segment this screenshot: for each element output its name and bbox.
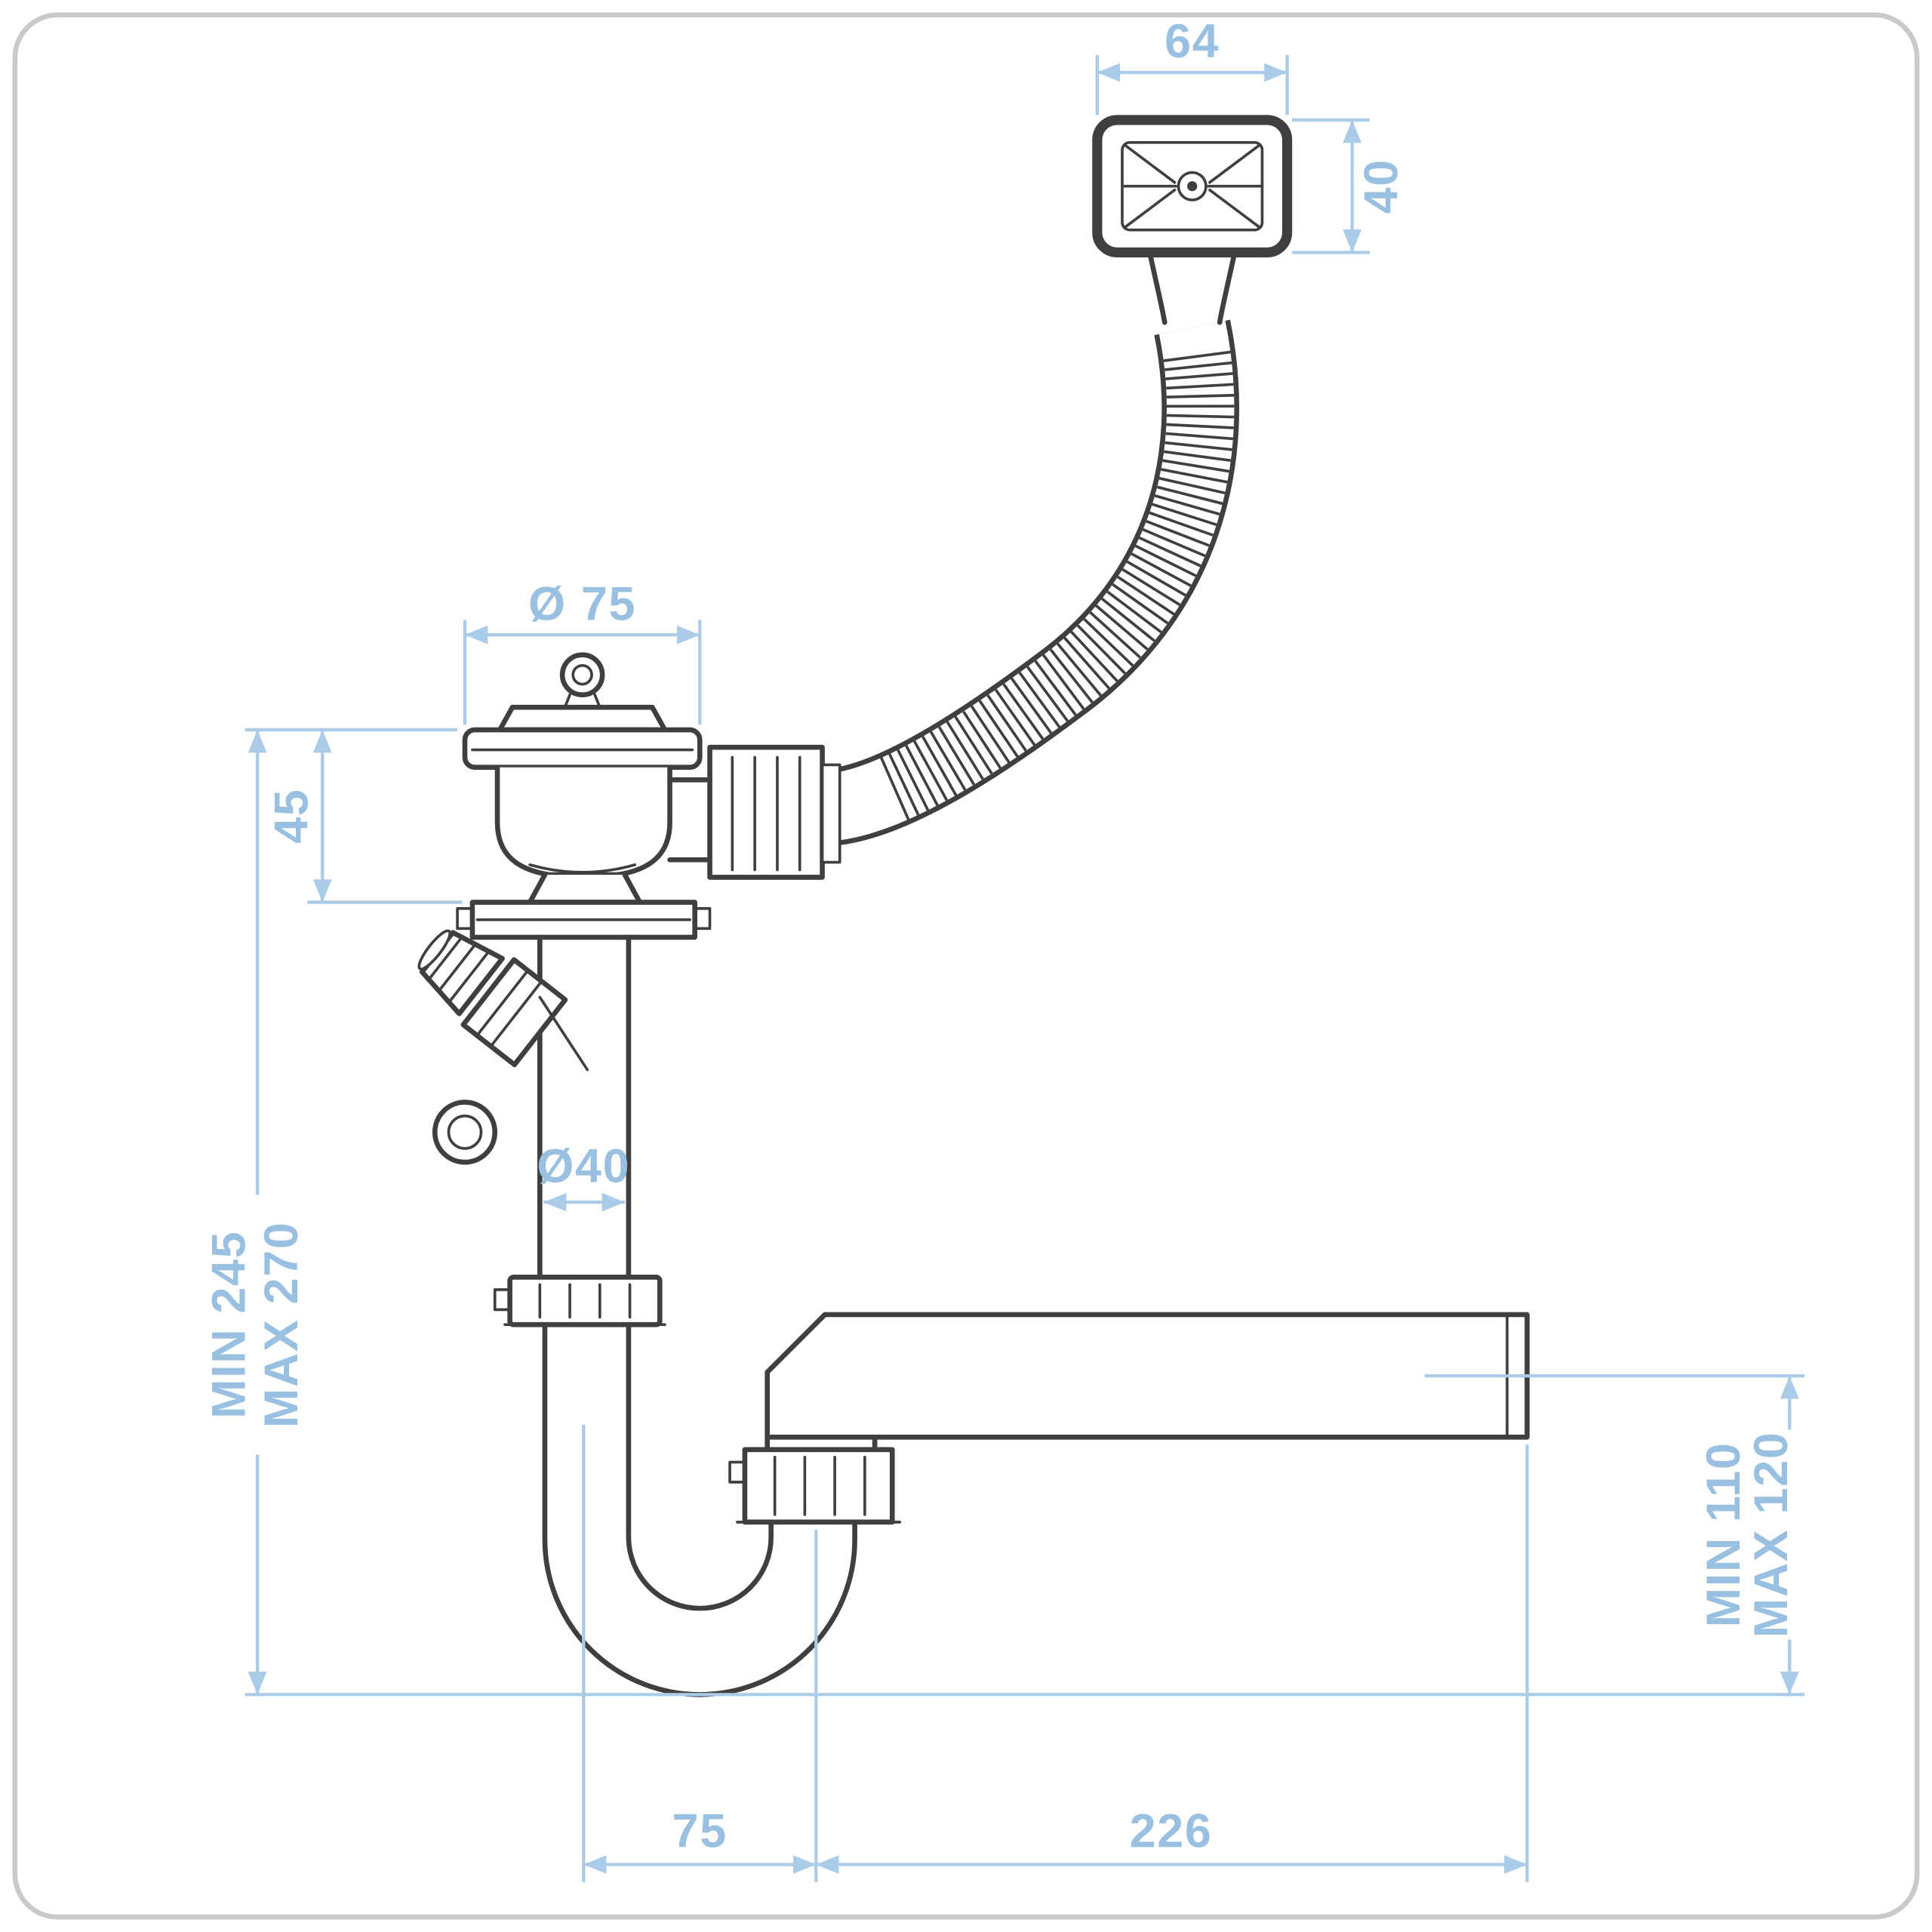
pipe-union-nut — [493, 1275, 666, 1327]
drain-cup — [494, 764, 672, 878]
dimension-annotations: 64 40 Ø 75 45 MIN 245 MAX 270 — [203, 15, 1805, 1882]
dim-outlet-height: MIN 110 MAX 120 — [1424, 1374, 1805, 1695]
overflow-plate-facets — [1121, 143, 1264, 229]
elbow-walls — [764, 1434, 878, 1453]
overflow-plate — [1092, 115, 1293, 325]
lift-ring — [559, 652, 605, 697]
image-border — [12, 12, 1920, 1920]
inlet-nut — [460, 957, 568, 1068]
trap-inner-wall — [626, 1321, 774, 1611]
cup-bottom-curve — [528, 863, 637, 874]
dishwasher-inlet — [417, 929, 568, 1068]
dim-pipe-diameter: Ø40 — [537, 1140, 630, 1212]
dim-label-installed-height-max: MAX 270 — [255, 1221, 308, 1428]
dim-installed-height: MIN 245 MAX 270 — [203, 730, 308, 1695]
dim-label-strainer-height: 45 — [265, 789, 318, 844]
locknut-tab-left — [456, 907, 474, 931]
dim-label-outlet-length: 226 — [1130, 1804, 1213, 1857]
outlet-nut-tab — [728, 1460, 746, 1484]
drain-stub — [667, 777, 712, 863]
dim-overflow-height: 40 — [1292, 118, 1407, 254]
hose-union-nut — [707, 744, 841, 880]
overflow-funnel — [1147, 250, 1238, 325]
dim-label-outlet-height-max: MAX 120 — [1745, 1432, 1798, 1638]
drain-bell — [527, 872, 643, 905]
dim-label-pipe-diameter: Ø40 — [537, 1140, 630, 1192]
inlet-nut-ridges — [475, 969, 543, 1048]
dim-label-strainer-diameter: Ø 75 — [528, 577, 636, 630]
dim-strainer-height: 45 — [245, 728, 463, 904]
locknut-tab-right — [693, 907, 712, 931]
dim-label-overflow-height: 40 — [1355, 158, 1407, 214]
outlet-pipe-body — [764, 1312, 1530, 1440]
hose-clamp-ring — [432, 1100, 498, 1165]
overflow-screw — [1187, 181, 1198, 192]
union-nut-tab — [493, 1288, 512, 1312]
overflow-hose — [825, 319, 1240, 846]
strainer-cap — [497, 704, 668, 733]
overflow-screw-ring — [1177, 171, 1208, 202]
dim-label-outlet-height-min: MIN 110 — [1697, 1441, 1750, 1627]
strainer-assembly — [456, 652, 712, 940]
inlet-barb-ridges — [426, 934, 491, 1004]
inlet-junction-line — [538, 995, 589, 1072]
dim-strainer-diameter: Ø 75 — [463, 577, 702, 725]
inlet-end-cap — [417, 929, 451, 971]
inlet-barb-cone — [419, 930, 505, 1017]
dim-label-trap-offset: 75 — [672, 1804, 728, 1857]
hose-corrugation — [880, 350, 1235, 820]
dim-label-overflow-width: 64 — [1164, 15, 1220, 68]
trap-outlet-nut — [728, 1447, 902, 1525]
dim-overflow-width: 64 — [1095, 15, 1289, 115]
lift-ring-hub — [571, 663, 593, 686]
dim-bottom-chain: 75 226 — [582, 1424, 1529, 1882]
dim-label-installed-height-min: MIN 245 — [203, 1231, 256, 1419]
outlet-pipe — [764, 1312, 1530, 1453]
